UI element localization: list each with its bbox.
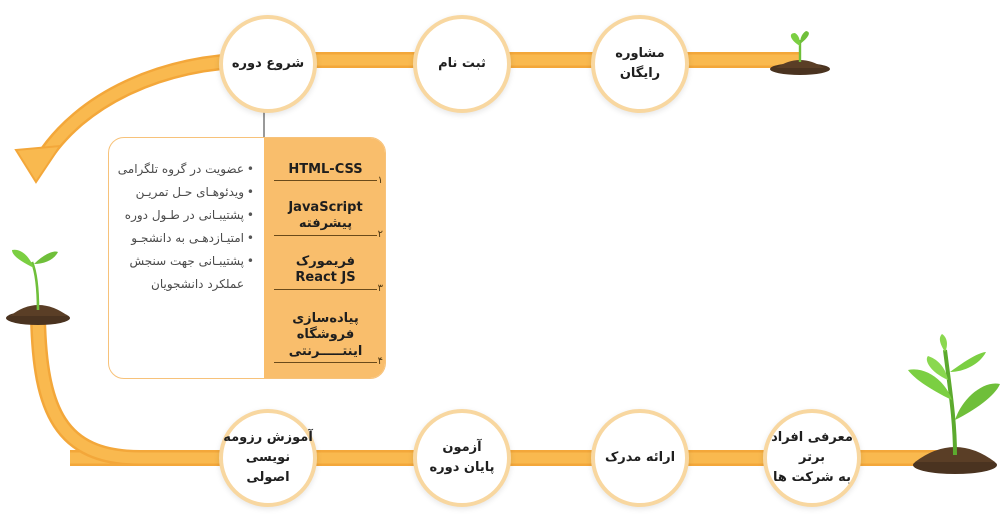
module-number: ۳ (377, 283, 383, 294)
module-title: JavaScript پیشرفته (288, 200, 363, 232)
module-javascript: JavaScript پیشرفته ۲ (274, 200, 383, 240)
step-course-start: شروع دوره (219, 15, 317, 113)
module-react: فریمورک React JS ۳ (274, 254, 383, 294)
step-resume-training: آموزش رزومه نویسی اصولی (219, 409, 317, 507)
step-label: ثبت نام (438, 55, 486, 71)
feature-item: امتیـازدهـی به دانشجـو (114, 227, 254, 250)
step-label: ارائه مدرک (604, 449, 676, 465)
plant-icon (908, 334, 1000, 474)
modules-column: HTML-CSS ۱ JavaScript پیشرفته ۲ فریمورک … (264, 138, 385, 378)
module-online-store: پیاده‌سازی فروشگاه اینتـــــرنتی ۴ (274, 311, 383, 367)
sprout-icon (770, 31, 830, 75)
module-html-css: HTML-CSS ۱ (274, 162, 383, 186)
step-label: شروع دوره (231, 55, 305, 71)
feature-item: پشتیبـانی جهت سنجش عملکرد دانشجویان (114, 250, 254, 296)
step-free-consultation: مشاوره رایگان (591, 15, 689, 113)
step-final-exam: آزمون پایان دوره (413, 409, 511, 507)
step-company-intro: معرفی افراد برتر به شرکت ها (763, 409, 861, 507)
module-title: فریمورک React JS (295, 254, 356, 286)
step-label: معرفی افراد برتر به شرکت ها (771, 429, 853, 486)
step-label: آموزش رزومه نویسی اصولی (223, 429, 313, 486)
module-number: ۲ (377, 229, 383, 240)
module-title: پیاده‌سازی فروشگاه اینتـــــرنتی (288, 311, 363, 359)
feature-item: ویدئوهـای حـل تمریـن (114, 181, 254, 204)
step-registration: ثبت نام (413, 15, 511, 113)
step-certificate: ارائه مدرک (591, 409, 689, 507)
step-label: مشاوره رایگان (615, 45, 665, 81)
module-number: ۱ (377, 174, 383, 186)
module-title: HTML-CSS (288, 162, 363, 177)
features-list: عضویت در گروه تلگرامی ویدئوهـای حـل تمری… (114, 158, 254, 296)
feature-item: عضویت در گروه تلگرامی (114, 158, 254, 181)
step-label: آزمون پایان دوره (429, 439, 495, 475)
arrow-head-icon (14, 144, 62, 184)
feature-item: پشتیبـانی در طـول دوره (114, 204, 254, 227)
sprout-icon (6, 249, 70, 325)
module-number: ۴ (377, 356, 383, 368)
course-details-panel: HTML-CSS ۱ JavaScript پیشرفته ۲ فریمورک … (108, 137, 386, 379)
